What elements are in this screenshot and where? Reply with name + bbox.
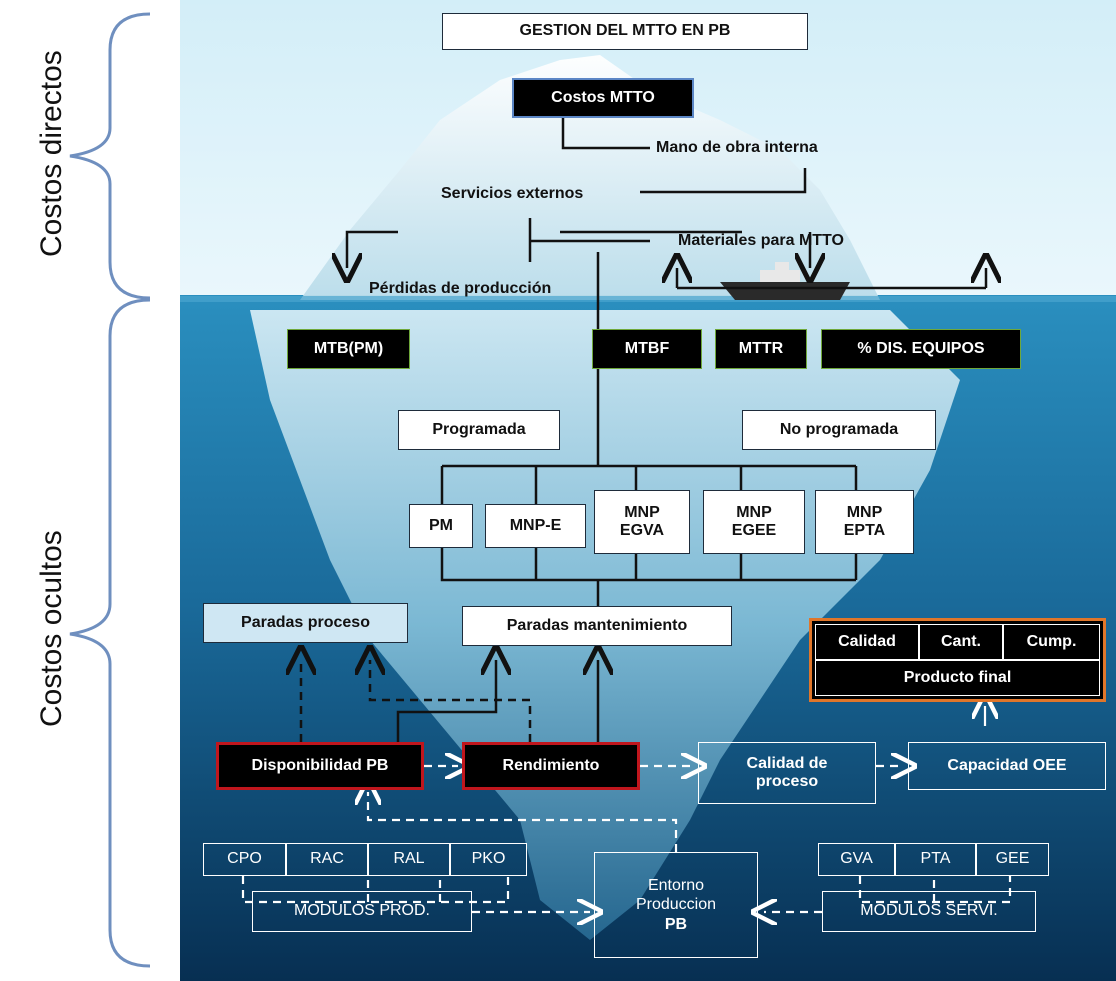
braces <box>69 12 151 968</box>
disponibilidad-box: Disponibilidad PB <box>216 742 424 790</box>
modulos-prod-box: MODULOS PROD. <box>252 891 472 932</box>
mnp-egee-box: MNP EGEE <box>703 490 805 554</box>
mtbpm-box: MTB(PM) <box>287 329 410 369</box>
mnp-e-box: MNP-E <box>485 504 586 548</box>
cump-cell: Cump. <box>1003 624 1100 660</box>
producto-final-cell: Producto final <box>815 660 1100 696</box>
no-programada-box: No programada <box>742 410 936 450</box>
module-ral: RAL <box>368 843 450 876</box>
calidad-cell: Calidad <box>815 624 919 660</box>
rendimiento-box: Rendimiento <box>462 742 640 790</box>
producto-final-group: Calidad Cant. Cump. Producto final <box>809 618 1106 702</box>
entorno-line-2: Produccion <box>635 896 717 914</box>
modulos-servi-box: MODULOS SERVI. <box>822 891 1036 932</box>
costos-mtto-box: Costos MTTO <box>512 78 694 118</box>
entorno-line-3: PB <box>664 915 688 933</box>
mnp-egva-box: MNP EGVA <box>594 490 690 554</box>
mnp-epta-box: MNP EPTA <box>815 490 914 554</box>
module-gee: GEE <box>976 843 1049 876</box>
paradas-proceso-box: Paradas proceso <box>203 603 408 643</box>
materiales-label: Materiales para MTTO <box>678 232 844 249</box>
perdidas-label: Pérdidas de producción <box>369 280 552 297</box>
calidad-proceso-box: Calidad de proceso <box>698 742 876 804</box>
entorno-line-1: Entorno <box>647 877 705 895</box>
mttr-box: MTTR <box>715 329 807 369</box>
module-pko: PKO <box>450 843 527 876</box>
cant-cell: Cant. <box>919 624 1003 660</box>
mtbf-box: MTBF <box>592 329 702 369</box>
servicios-externos-label: Servicios externos <box>441 185 584 202</box>
module-gva: GVA <box>818 843 895 876</box>
diagram-title: GESTION DEL MTTO EN PB <box>442 13 808 50</box>
module-rac: RAC <box>286 843 368 876</box>
paradas-mantenimiento-box: Paradas mantenimiento <box>462 606 732 646</box>
mano-obra-label: Mano de obra interna <box>656 139 818 156</box>
programada-box: Programada <box>398 410 560 450</box>
entorno-produccion-box: Entorno Produccion PB <box>594 852 758 958</box>
capacidad-oee-box: Capacidad OEE <box>908 742 1106 790</box>
module-pta: PTA <box>895 843 976 876</box>
ship-icon <box>720 262 850 300</box>
module-cpo: CPO <box>203 843 286 876</box>
pm-box: PM <box>409 504 473 548</box>
dis-equipos-box: % DIS. EQUIPOS <box>821 329 1021 369</box>
